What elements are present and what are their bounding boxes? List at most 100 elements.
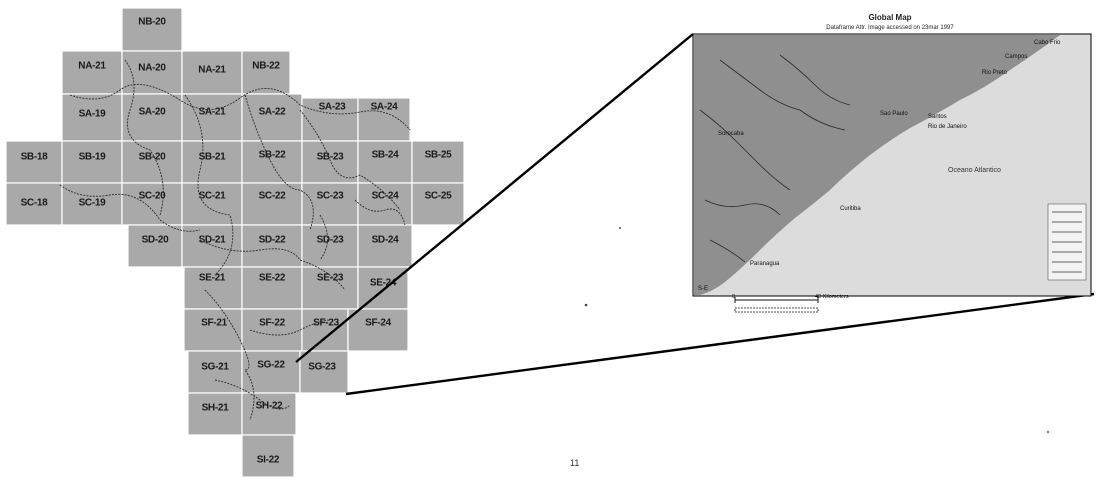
tile-label: SF-21 — [201, 318, 227, 329]
stray-dot — [584, 303, 588, 307]
tile-SD-20[interactable]: SD-20 — [127, 224, 183, 268]
inset-river — [699, 109, 791, 191]
tile-SB-25[interactable]: SB-25 — [411, 140, 465, 184]
tile-SA-24[interactable]: SA-24 — [357, 97, 411, 142]
tile-label: SG-23 — [308, 362, 336, 373]
tile-SH-21[interactable]: SH-21 — [187, 392, 243, 436]
tile-SI-22[interactable]: SI-22 — [241, 434, 295, 478]
tile-label: SB-18 — [21, 152, 49, 163]
index-map: NB-20 NA-21 NA-20 NA-21 NB-22 SA-19 SA-2… — [5, 7, 465, 478]
inset-river — [779, 54, 851, 106]
tile-SB-22[interactable]: SB-22 — [241, 140, 303, 184]
place-label: Sorocaba — [718, 131, 744, 137]
tile-label: SB-20 — [139, 152, 167, 163]
tile-label: SA-19 — [79, 109, 107, 120]
tile-label: SF-24 — [365, 318, 391, 329]
scale-end: 40 Kilometers — [815, 294, 849, 300]
tile-label: SF-22 — [259, 318, 285, 329]
tile-SE-21[interactable]: SE-21 — [183, 266, 243, 310]
tile-SA-21[interactable]: SA-21 — [181, 93, 243, 142]
tile-SC-20[interactable]: SC-20 — [121, 182, 183, 226]
tile-label: SE-21 — [199, 273, 226, 284]
tile-SE-24[interactable]: SE-24 — [357, 266, 409, 310]
tile-label: SF-23 — [313, 318, 339, 329]
tile-SB-20[interactable]: SB-20 — [121, 140, 183, 184]
inset-subtitle: Dataframe Attr. Image accessed on 23mar … — [826, 25, 954, 31]
tile-NB-22[interactable]: NB-22 — [241, 50, 291, 95]
tile-label: SC-21 — [199, 191, 227, 202]
tile-label: SI-22 — [257, 455, 280, 466]
place-label: Santos — [928, 114, 947, 120]
tile-label: SA-22 — [259, 107, 287, 118]
tile-label: NA-20 — [138, 63, 166, 74]
tile-label: SC-24 — [372, 191, 400, 202]
tile-label: SC-22 — [259, 191, 287, 202]
tile-label: SC-18 — [21, 198, 49, 209]
tile-label: SA-20 — [139, 107, 167, 118]
tile-label: NA-21 — [198, 65, 226, 76]
tile-SA-22[interactable]: SA-22 — [241, 93, 303, 142]
tile-SB-21[interactable]: SB-21 — [181, 140, 243, 184]
tile-NA-22[interactable]: NA-21 — [181, 50, 243, 95]
tile-SC-22[interactable]: SC-22 — [241, 182, 303, 226]
tile-label: SB-22 — [259, 150, 287, 161]
state-borders — [59, 59, 411, 421]
tile-label: SA-23 — [319, 102, 347, 113]
tile-label: SA-24 — [371, 102, 399, 113]
scale-start: 0 — [732, 294, 735, 300]
tile-label: SB-24 — [372, 150, 400, 161]
tile-SG-21[interactable]: SG-21 — [187, 350, 243, 394]
tile-SF-21[interactable]: SF-21 — [183, 308, 243, 352]
tile-SF-22[interactable]: SF-22 — [241, 308, 303, 352]
tile-label: SE-23 — [317, 273, 344, 284]
tile-SB-24[interactable]: SB-24 — [357, 140, 413, 184]
tile-SC-25[interactable]: SC-25 — [411, 182, 465, 226]
tile-SC-19[interactable]: SC-19 — [61, 182, 123, 226]
tile-NA-20[interactable]: NA-20 — [121, 50, 183, 95]
tile-SC-21[interactable]: SC-21 — [181, 182, 243, 226]
tile-SB-18[interactable]: SB-18 — [5, 140, 63, 184]
tile-SF-23[interactable]: SF-23 — [301, 308, 349, 352]
tile-SF-24[interactable]: SF-24 — [347, 308, 409, 352]
tile-SD-23[interactable]: SD-23 — [301, 224, 359, 268]
tile-SC-24[interactable]: SC-24 — [357, 182, 413, 226]
tile-label: SD-24 — [372, 235, 400, 246]
tile-label: SD-23 — [317, 235, 345, 246]
tile-label: SC-19 — [79, 198, 107, 209]
tile-SB-23[interactable]: SB-23 — [301, 140, 359, 184]
tile-SD-22[interactable]: SD-22 — [241, 224, 303, 268]
tile-label: SD-21 — [199, 235, 227, 246]
tile-SH-22[interactable]: SH-22 — [241, 392, 297, 436]
tile-label: SE-24 — [370, 278, 397, 289]
place-label: Campos — [1005, 54, 1027, 60]
tile-SG-22[interactable]: SG-22 — [241, 350, 301, 394]
tile-SG-23[interactable]: SG-23 — [299, 350, 349, 394]
inset-title: Global Map — [868, 13, 911, 22]
tile-SA-19[interactable]: SA-19 — [61, 93, 123, 142]
ocean-label: Oceano Atlantico — [948, 167, 1001, 174]
tile-label: SC-20 — [139, 191, 167, 202]
place-label: Sao Paulo — [880, 111, 908, 117]
tile-label: SG-22 — [257, 360, 285, 371]
tile-label: SB-21 — [199, 152, 227, 163]
corner-label: S-E — [698, 286, 708, 292]
place-label: Paranagua — [750, 261, 780, 267]
tile-SA-20[interactable]: SA-20 — [121, 93, 183, 142]
tile-SC-23[interactable]: SC-23 — [301, 182, 359, 226]
tile-SC-18[interactable]: SC-18 — [5, 182, 63, 226]
inset-legend — [1047, 203, 1087, 281]
tile-SA-23[interactable]: SA-23 — [301, 97, 359, 142]
tile-label: SB-25 — [425, 150, 453, 161]
tile-SD-24[interactable]: SD-24 — [357, 224, 413, 268]
tile-label: SB-19 — [79, 152, 107, 163]
tile-SB-19[interactable]: SB-19 — [61, 140, 123, 184]
tile-label: NB-22 — [252, 61, 280, 72]
tile-SE-22[interactable]: SE-22 — [241, 266, 303, 310]
tile-NB-20[interactable]: NB-20 — [121, 7, 183, 52]
zoom-connectors — [295, 33, 1095, 396]
inset-map: Global Map Dataframe Attr. Image accesse… — [692, 13, 1092, 313]
connector-line-bottom — [345, 292, 1095, 396]
tile-NA-21[interactable]: NA-21 — [61, 50, 123, 95]
tile-SE-23[interactable]: SE-23 — [301, 266, 359, 310]
